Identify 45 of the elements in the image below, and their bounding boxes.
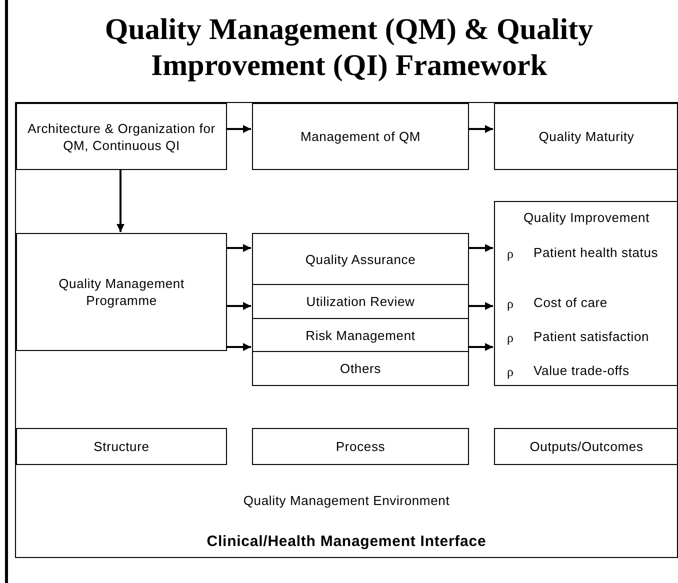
list-item: Patient satisfaction — [534, 328, 650, 346]
bullet-symbol: ρ — [507, 363, 514, 381]
process-box — [16, 428, 227, 465]
box-text: Architecture & Organization for QM, Continuous QI — [26, 120, 216, 154]
arrow — [468, 302, 493, 310]
list-item: Cost of care — [534, 294, 608, 312]
list-item: Patient health status — [534, 244, 658, 262]
bullet-symbol: ρ — [507, 329, 514, 347]
list-item: Value trade-offs — [534, 362, 630, 380]
process-box — [494, 201, 678, 386]
box-heading: Quality Improvement — [522, 209, 651, 227]
box-text: Quality Maturity — [538, 128, 634, 145]
box-text: Management of QM — [300, 128, 421, 145]
box-text: Utilization Review — [306, 293, 415, 310]
arrow — [226, 244, 251, 252]
process-box — [494, 103, 678, 170]
box-text: Risk Management — [306, 326, 416, 344]
process-box — [16, 233, 227, 351]
box-text: Others — [340, 360, 381, 377]
box-text: Outputs/Outcomes — [530, 438, 644, 455]
arrow — [468, 343, 493, 351]
arrow — [116, 169, 124, 232]
process-box — [252, 284, 469, 319]
environment-label: Quality Management Environment — [242, 492, 451, 510]
process-box — [252, 318, 469, 352]
process-box — [252, 428, 469, 465]
bullet-symbol: ρ — [507, 295, 514, 313]
box-text: Process — [336, 438, 386, 455]
process-box — [494, 428, 678, 465]
box-text: Quality Management Programme — [58, 275, 186, 309]
arrow — [226, 302, 251, 310]
process-box — [16, 103, 227, 170]
process-box — [252, 351, 469, 386]
interface-label: Clinical/Health Management Interface — [206, 532, 488, 552]
arrow — [468, 244, 493, 252]
arrow — [226, 343, 251, 351]
bullet-symbol: ρ — [507, 245, 514, 263]
environment-frame — [15, 102, 678, 558]
box-text: Structure — [94, 438, 150, 455]
arrow — [226, 125, 251, 133]
diagram-title: Quality Management (QM) & Quality Improvement (QI) Framework — [104, 12, 594, 84]
process-box — [252, 233, 469, 285]
box-text: Quality Assurance — [305, 250, 416, 268]
process-box — [252, 103, 469, 170]
arrow — [468, 125, 493, 133]
